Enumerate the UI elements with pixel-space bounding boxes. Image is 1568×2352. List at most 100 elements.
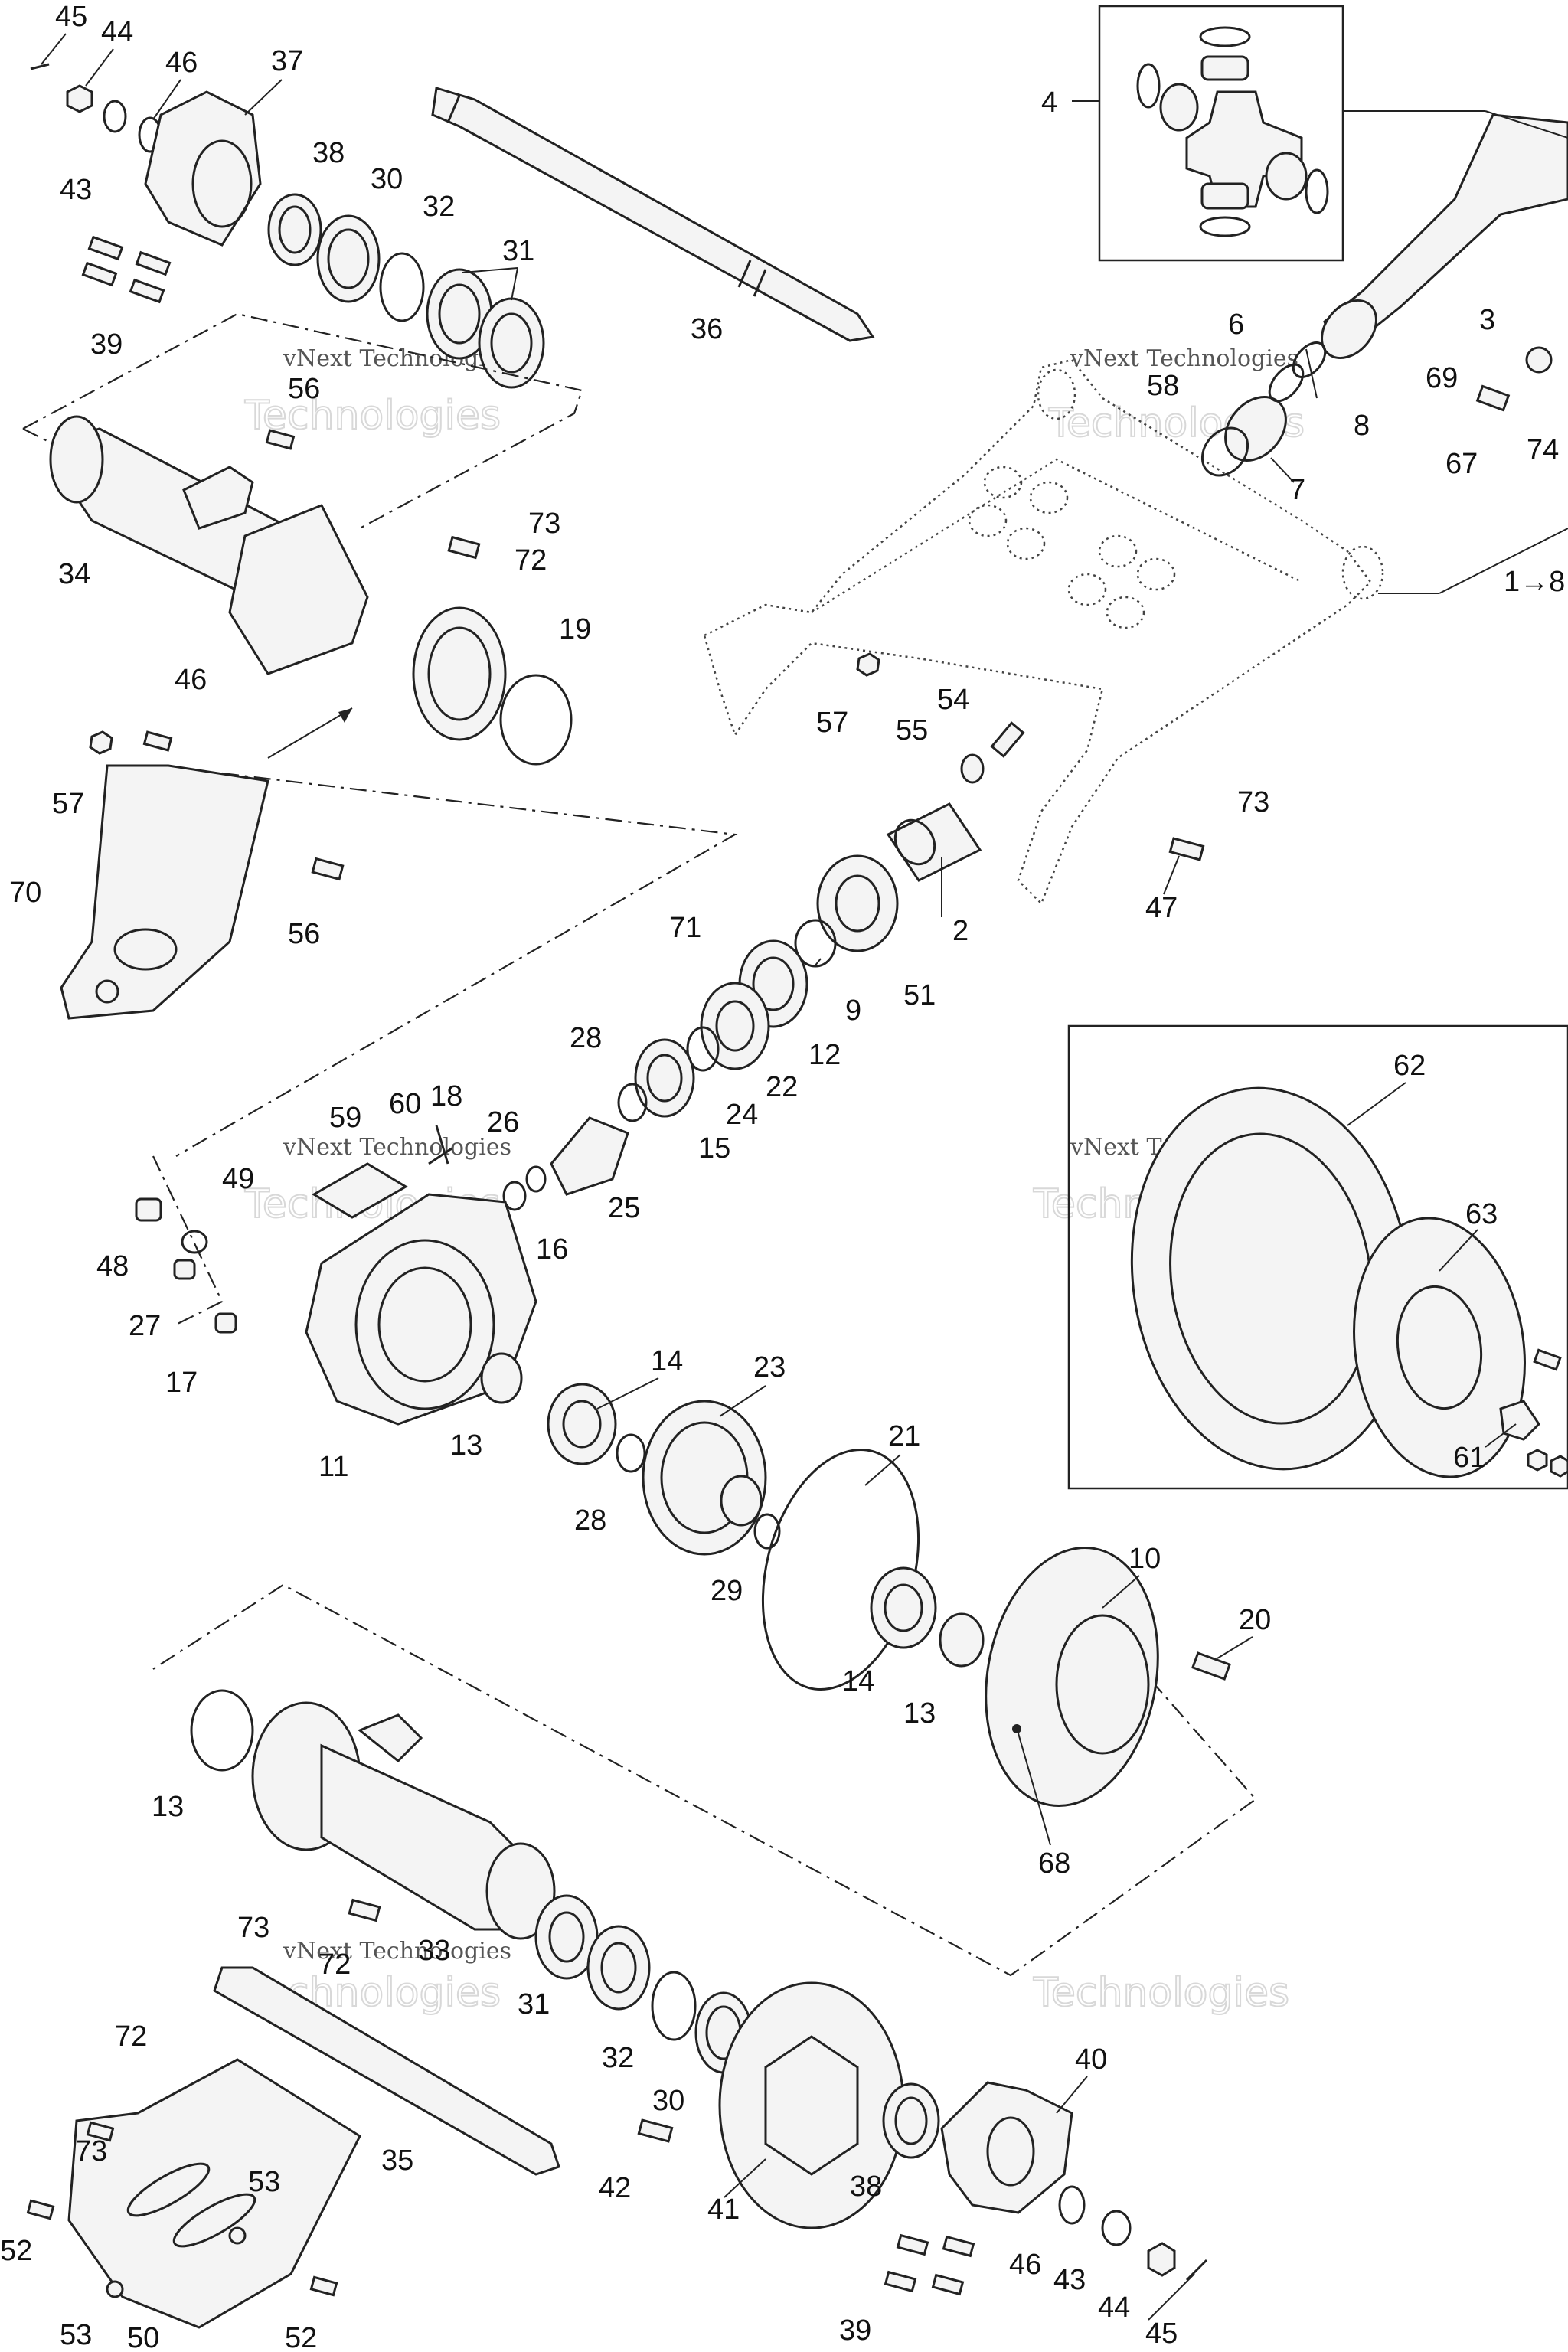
callout-59: 59 [329,1102,361,1134]
axle-housing-34-group [22,312,583,766]
dash-region-mid [175,772,738,1157]
wheel-stud-a [1533,1348,1562,1371]
bolt-54 [990,721,1025,758]
watermark-2: vNext Technologies [1070,345,1298,372]
lead-9 [814,958,822,967]
nut-22 [700,982,770,1070]
seal-30 [316,214,381,303]
bearing-15-inner [646,1054,683,1102]
washer-51-inner [835,874,880,933]
axle-shaft-35-group [213,1966,560,2176]
callout-16: 16 [536,1233,568,1266]
lead-63 [1439,1229,1478,1272]
circlip-32 [379,252,425,322]
diff-cover-10-bore [1055,1614,1150,1755]
callout-15: 15 [698,1132,730,1165]
callout-30: 30 [371,163,403,195]
callout-28: 28 [570,1022,602,1054]
pivot-eye-right [1341,545,1384,600]
collar-line-b [753,269,767,297]
washer-55 [960,753,985,784]
skid-plate-50-group [26,2058,361,2329]
callout-68: 68 [1038,1847,1070,1880]
lead-10 [1102,1575,1140,1609]
lead-23 [719,1385,766,1417]
callout-23: 23 [753,1351,786,1383]
callout-10: 10 [1129,1543,1161,1575]
driveshaft-boot-end [1321,299,1377,360]
shim-29 [753,1513,781,1550]
callout-72c: 72 [318,1949,351,1981]
driveshaft-3-group [1292,110,1568,412]
ujoint-cap-right [1265,152,1308,201]
ujoint-cap-bottom [1200,182,1250,210]
callout-44b: 44 [1098,2292,1130,2324]
lead-7 [1270,457,1295,483]
housing-bracket [182,466,254,530]
dash-region-diff [152,1155,224,1325]
dash-region-lower [152,1583,1257,1977]
bolt-39g [884,2270,917,2293]
wheel-hub-40-bore [986,2116,1035,2187]
circlip-32-bottom [651,1971,697,2041]
callout-22: 22 [766,1071,798,1103]
callout-62: 62 [1393,1050,1426,1082]
callout-11: 11 [318,1451,348,1483]
lead-41 [724,2158,766,2198]
callout-38b: 38 [850,2171,882,2203]
callout-13: 13 [450,1429,482,1462]
bracket-70-eye [95,979,119,1004]
callout-32b: 32 [602,2042,634,2074]
callout-41: 41 [707,2194,740,2226]
callout-49: 49 [222,1163,254,1195]
callout-39: 39 [90,328,122,361]
housing-end-left [49,415,104,504]
spacer-2-end [893,818,936,866]
hub-bore [191,139,253,228]
diff-housing-11-group [135,1155,646,1473]
bracket-70-hole [113,928,178,971]
axle-shaft-35 [213,1966,560,2176]
ujoint-circlip-left [1136,63,1161,109]
callout-47: 47 [1145,892,1178,924]
wheel-hub-37 [144,90,262,247]
frame-hole-2 [1029,481,1069,514]
callout-45: 45 [55,1,87,33]
housing-flange-34 [412,606,507,741]
bolt-39e [896,2233,929,2256]
callout-43: 43 [60,174,92,206]
callout-13c: 13 [152,1791,184,1823]
callout-46b: 46 [175,664,207,696]
bearing-14-mid [547,1383,617,1465]
diff-cover-10 [985,1546,1159,1808]
callout-55: 55 [896,714,928,746]
seal-30-inner [327,228,370,289]
rim-63-center [1396,1285,1483,1410]
lead-40 [1056,2076,1088,2114]
callout-56: 56 [288,373,320,405]
bushing-17 [214,1312,237,1334]
swing-arm-frame [703,358,1568,906]
callout-71: 71 [669,912,701,944]
wheel-hub-40 [940,2081,1073,2214]
callout-4: 4 [1041,87,1057,119]
bearing-31b-inner [490,312,533,374]
castle-nut-44 [66,84,93,113]
lead-44 [85,48,114,87]
callout-8: 8 [1354,410,1370,442]
frame-hole-4 [1006,527,1046,560]
mid-spacer-group [816,652,1205,952]
callout-32: 32 [423,191,455,223]
callout-21: 21 [888,1420,920,1452]
ring-gear-23-hub [720,1475,763,1527]
bolt-39f [942,2235,975,2258]
wheel-inset-box [1067,1024,1568,1490]
seal-38-inner [278,205,312,254]
callout-73: 73 [528,508,560,540]
washer-43 [103,100,127,133]
lead-31a [462,267,518,273]
callout-52: 52 [0,2235,32,2267]
shim-28-mid [616,1433,646,1473]
nut-22-inner [715,1000,755,1052]
lead-37 [244,79,283,116]
